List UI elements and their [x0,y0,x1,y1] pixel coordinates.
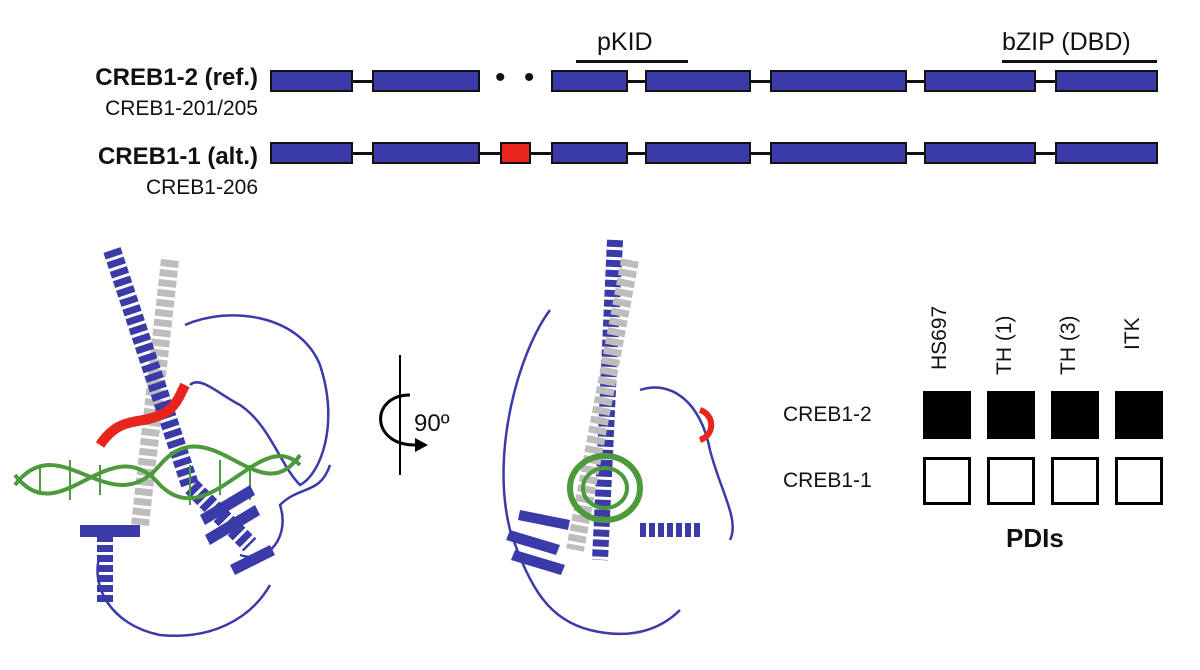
intron [750,152,770,155]
isoform-alt-transcript: CREB1-206 [145,176,258,199]
isoform-ref-name: CREB1-2 (ref.) [95,64,258,91]
exon-6 [770,142,907,164]
pdi-column-label: TH (1) [993,315,1016,376]
exon-7 [924,70,1036,92]
intron [750,80,770,83]
exon-2 [372,142,480,164]
intron [906,80,924,83]
exon-8 [1055,70,1158,92]
loop-coil [184,314,330,487]
dna-base-pairs [39,460,251,505]
loop-coil [502,309,681,636]
dna-strand [13,444,302,487]
dna-strand [13,454,302,501]
exon-7 [924,142,1036,164]
rotation-arrow-icon [379,355,428,475]
pdi-cell-negative [1115,457,1163,505]
alternative-region-helix [698,407,715,443]
exon-track-ref: • • • • [0,0,1200,100]
intron [530,152,552,155]
isoform-alt-name: CREB1-1 (alt.) [97,143,258,170]
pdi-cell-negative [923,457,971,505]
pdi-cell-positive [1115,391,1163,439]
pdi-cell-positive [923,391,971,439]
exon-8 [1055,142,1158,164]
exon-2 [372,70,480,92]
intron [1035,80,1055,83]
exon-5 [645,142,751,164]
dna-end-view [567,453,643,523]
beta-sheets [80,485,275,575]
intron [906,152,924,155]
rotation-label: 90º [414,410,450,437]
pdi-grid: HS697 TH (1) TH (3) ITK CREB1-2 CREB1-1 … [780,260,1180,560]
exon-4 [551,142,628,164]
protein-structure-front [13,247,332,637]
intron [627,80,645,83]
domain-bar-pkid [576,60,688,63]
alternative-region-helix [95,382,190,448]
pdi-cell-negative [1051,457,1099,505]
intron [352,80,372,83]
exon-1 [270,142,353,164]
intron [1035,152,1055,155]
pdi-column-label: ITK [1121,317,1144,350]
pdi-row-label: CREB1-2 [783,403,872,426]
pdi-column-label: TH (3) [1057,315,1080,376]
isoform-ref-transcript: CREB1-201/205 [105,97,258,120]
pdi-column-label: HS697 [928,305,951,370]
intron [480,152,500,155]
intron [352,152,372,155]
domain-label-bzip: bZIP (DBD) [1002,28,1131,56]
intron [627,152,645,155]
dna-end-view [581,466,629,510]
exon-4 [551,70,628,92]
domain-label-pkid: pKID [597,28,653,56]
pdi-cell-negative [987,457,1035,505]
alternative-exon [500,142,531,164]
pdi-cell-positive [987,391,1035,439]
exon-track-alt [0,0,1200,200]
pdi-row-label: CREB1-1 [783,469,872,492]
domain-bar-bzip [1002,60,1157,63]
pdi-grid-title: PDIs [1006,523,1064,553]
exon-1 [270,70,353,92]
exon-6 [770,70,907,92]
protein-structure-rotated [502,239,734,636]
grey-helix [566,258,639,552]
pdi-cell-positive [1051,391,1099,439]
loop-coil [96,554,272,637]
exon-5 [645,70,751,92]
beta-sheets [506,510,570,575]
loop-coil [639,386,734,541]
grey-helix [131,258,179,527]
